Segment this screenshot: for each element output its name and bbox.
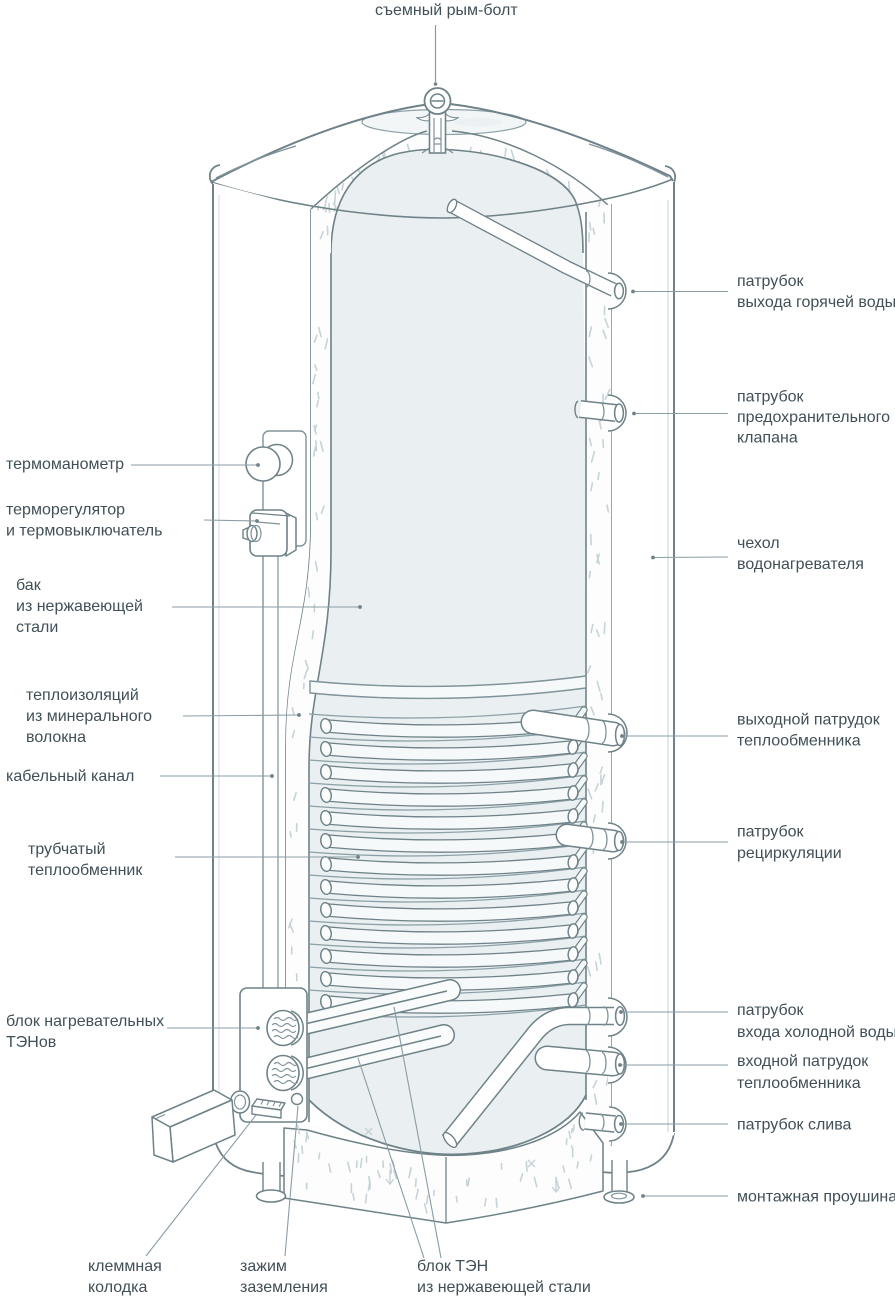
svg-text:теплообменника: теплообменника xyxy=(737,1075,861,1092)
svg-text:съемный рым-болт: съемный рым-болт xyxy=(375,2,518,19)
svg-text:кабельный канал: кабельный канал xyxy=(6,768,134,785)
svg-text:блок ТЭН: блок ТЭН xyxy=(417,1258,488,1275)
svg-text:рециркуляции: рециркуляции xyxy=(737,845,842,862)
svg-text:патрубок: патрубок xyxy=(737,1002,805,1019)
svg-text:из нержавеющей: из нержавеющей xyxy=(16,598,143,615)
svg-text:стали: стали xyxy=(16,619,58,636)
svg-text:термоманометр: термоманометр xyxy=(6,456,124,473)
svg-text:ТЭНов: ТЭНов xyxy=(6,1034,56,1051)
svg-text:волокна: волокна xyxy=(26,729,86,746)
svg-text:входа холодной воды: входа холодной воды xyxy=(737,1024,895,1041)
svg-text:колодка: колодка xyxy=(88,1279,147,1296)
svg-text:теплообменника: теплообменника xyxy=(737,733,861,750)
svg-text:патрубок слива: патрубок слива xyxy=(737,1117,852,1134)
svg-text:клапана: клапана xyxy=(737,430,798,447)
svg-text:водонагревателя: водонагревателя xyxy=(737,556,864,573)
svg-text:блок нагревательных: блок нагревательных xyxy=(6,1013,164,1030)
svg-text:клеммная: клеммная xyxy=(88,1258,162,1275)
svg-text:бак: бак xyxy=(16,577,42,594)
svg-text:выходной патрудок: выходной патрудок xyxy=(737,712,881,729)
svg-text:и термовыключатель: и термовыключатель xyxy=(6,523,162,540)
svg-text:из минерального: из минерального xyxy=(26,708,152,725)
svg-text:монтажная проушина: монтажная проушина xyxy=(737,1189,895,1206)
svg-text:зажим: зажим xyxy=(240,1258,287,1275)
svg-text:чехол: чехол xyxy=(737,535,780,552)
svg-text:патрубок: патрубок xyxy=(737,824,805,841)
svg-text:выхода горячей воды: выхода горячей воды xyxy=(737,294,895,311)
svg-text:трубчатый: трубчатый xyxy=(28,841,106,858)
svg-text:предохранительного: предохранительного xyxy=(737,409,890,426)
svg-text:теплоизоляций: теплоизоляций xyxy=(26,687,139,704)
svg-text:из нержавеющей стали: из нержавеющей стали xyxy=(417,1279,591,1296)
svg-text:патрубок: патрубок xyxy=(737,273,805,290)
svg-text:патрубок: патрубок xyxy=(737,389,805,406)
svg-text:теплообменник: теплообменник xyxy=(28,862,143,879)
svg-text:заземления: заземления xyxy=(240,1279,328,1296)
svg-text:терморегулятор: терморегулятор xyxy=(6,502,125,519)
svg-text:входной патрудок: входной патрудок xyxy=(737,1053,869,1070)
